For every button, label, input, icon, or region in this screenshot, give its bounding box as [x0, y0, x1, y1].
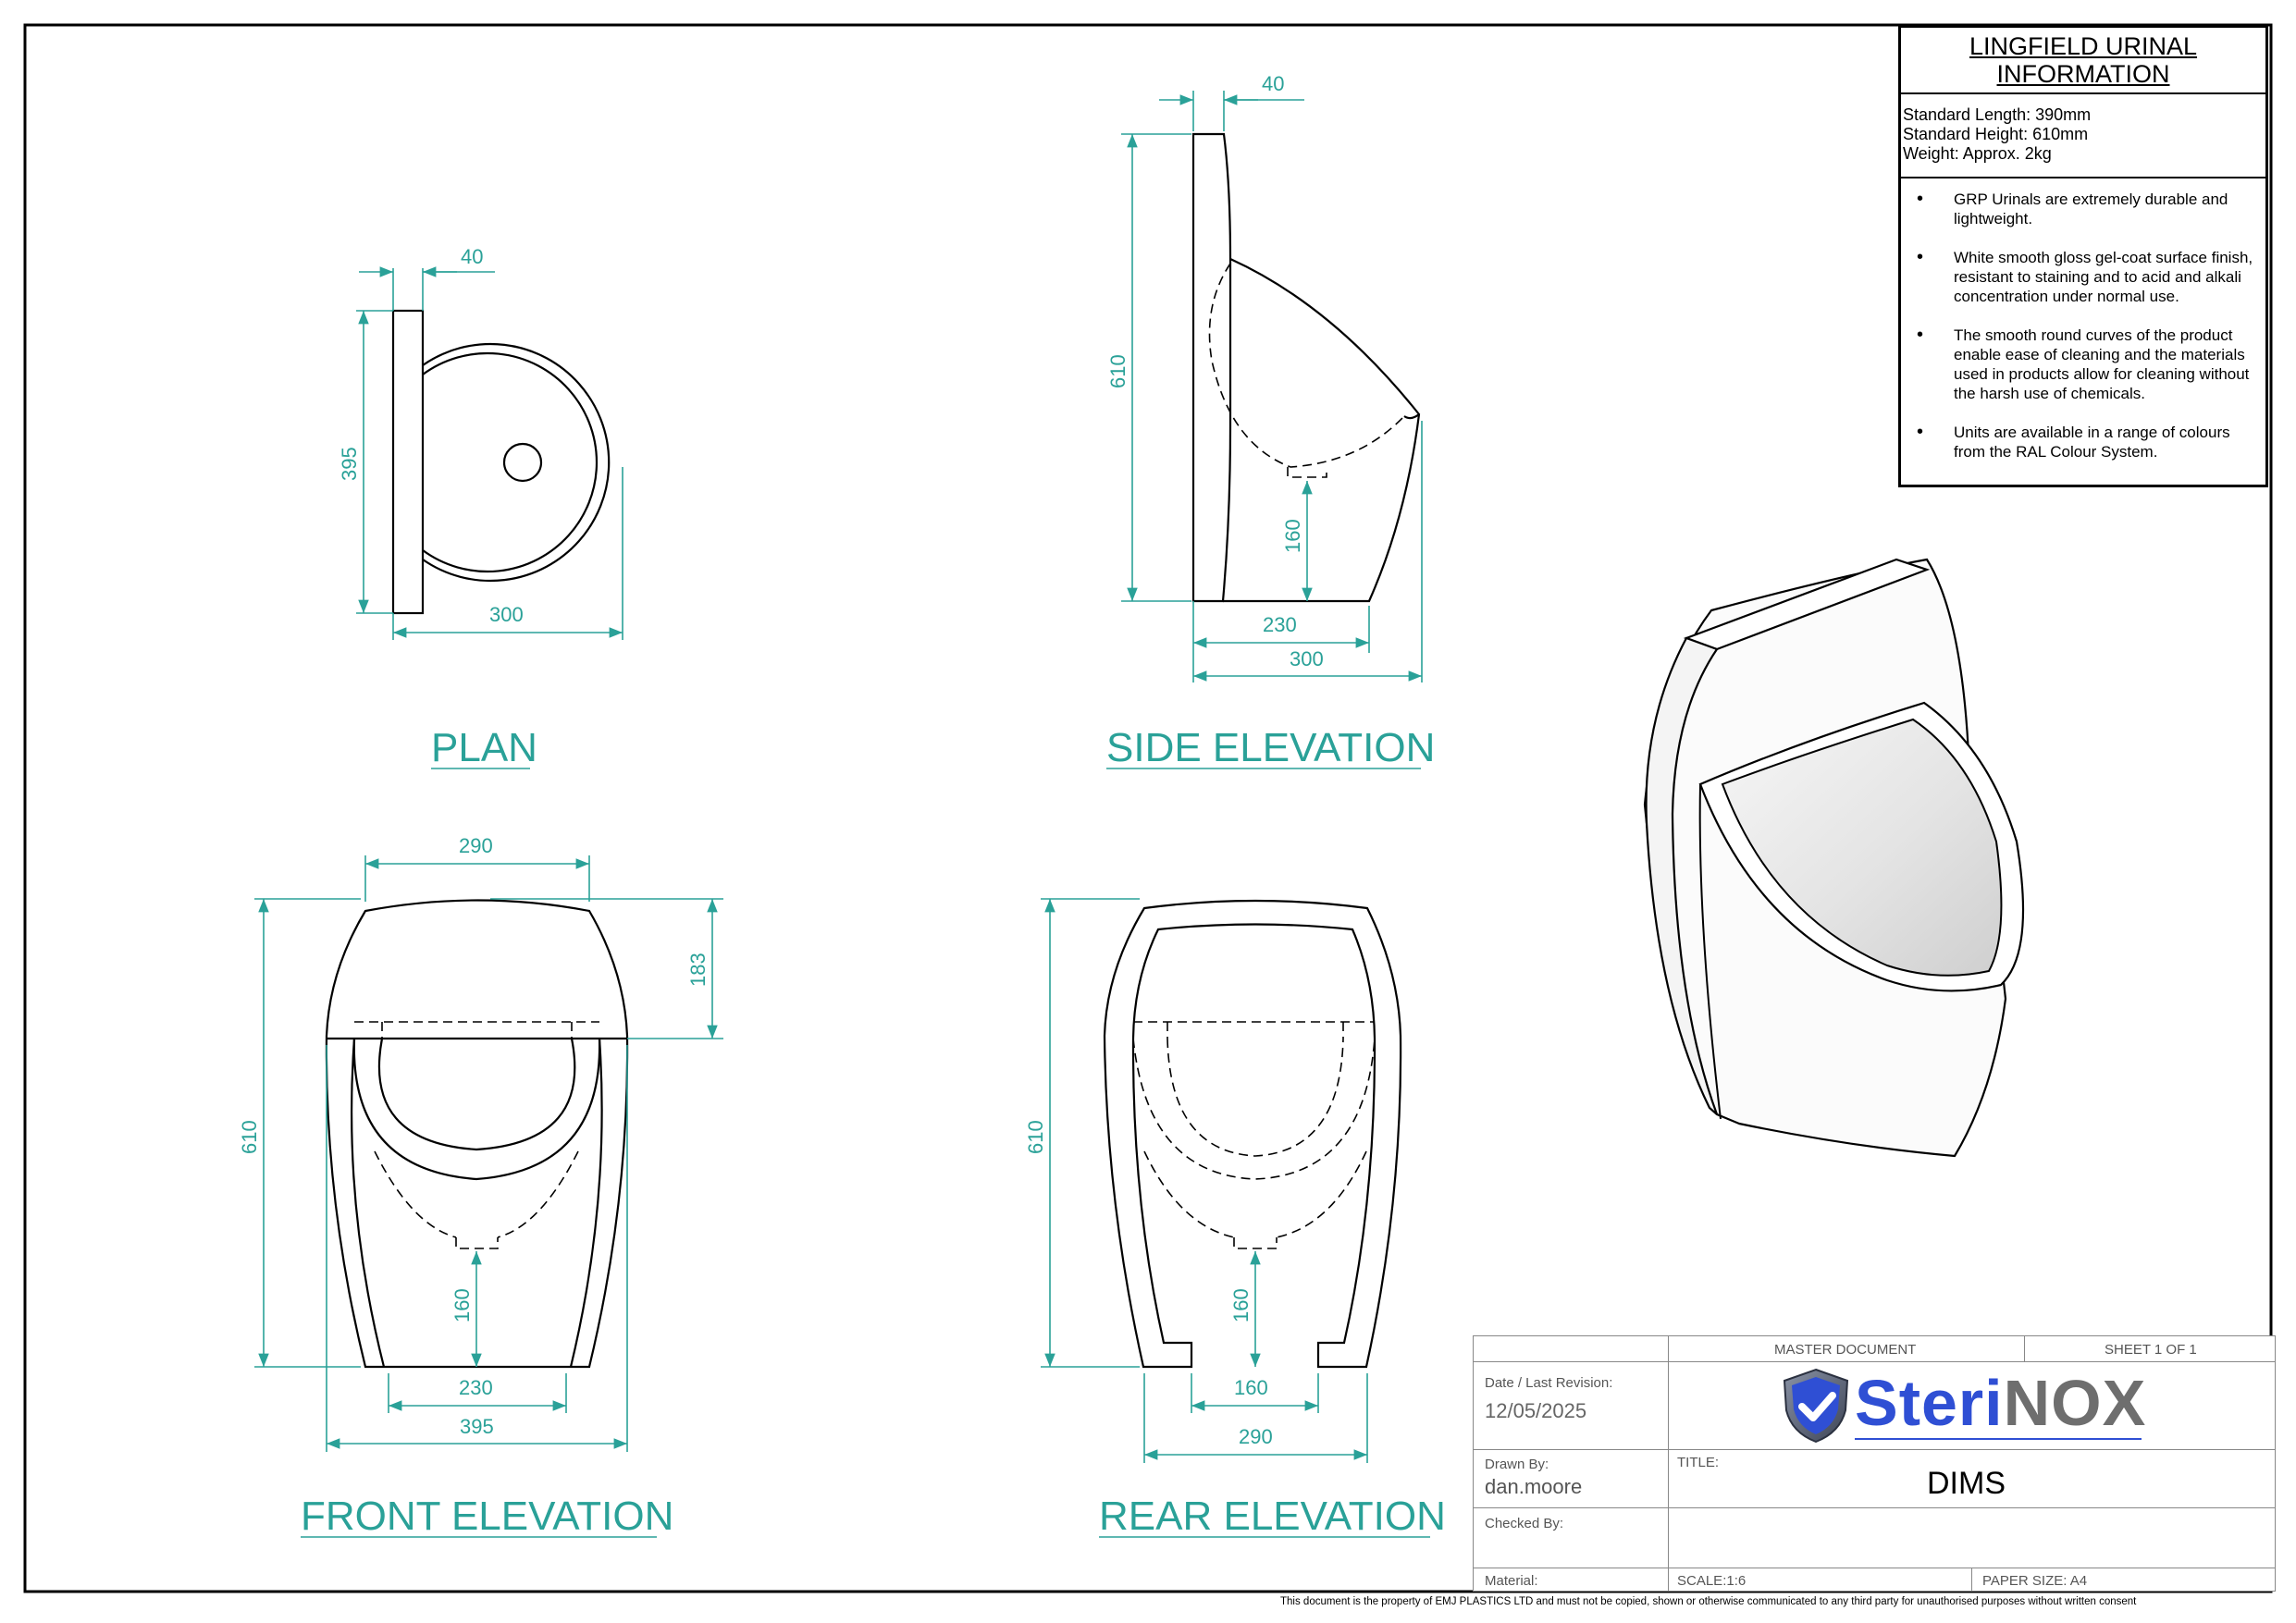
rear-elevation-view: 610 160 160 290 REAR ELEVATION [1024, 898, 1446, 1539]
sheet-label: SHEET 1 OF 1 [2105, 1342, 2197, 1358]
side-dim-outlet: 160 [1281, 519, 1304, 553]
front-outlet-hidden [455, 1237, 499, 1249]
front-dim-width: 395 [460, 1415, 494, 1438]
plan-bowl-outer [422, 342, 611, 583]
rear-dim-base: 160 [1234, 1376, 1268, 1399]
info-title-line2: INFORMATION [1996, 60, 2170, 88]
brand-name-part1: Steri [1855, 1367, 2004, 1439]
plan-dim-thickness: 40 [461, 245, 483, 268]
side-bowl-hidden [1208, 263, 1405, 468]
side-elevation-view: 40 610 160 230 300 SIDE ELEVATION [1106, 72, 1435, 770]
brand-name-part2: NOX [2003, 1367, 2147, 1439]
side-outlet-hidden [1287, 467, 1327, 478]
front-dim-outlet: 160 [451, 1288, 474, 1322]
side-dim-depth: 300 [1290, 647, 1324, 670]
material-label: Material: [1485, 1573, 1538, 1589]
title-label: TITLE: [1677, 1455, 1720, 1470]
side-dim-thickness: 40 [1262, 72, 1284, 95]
date-label: Date / Last Revision: [1485, 1375, 1613, 1391]
front-elevation-view: 290 183 610 160 230 395 FRONT ELEVATION [238, 834, 723, 1539]
spec-length: Standard Length: 390mm [1903, 105, 2092, 124]
rear-dim-width: 290 [1239, 1425, 1273, 1448]
drawn-by-label: Drawn By: [1485, 1457, 1549, 1472]
scale-label: SCALE:1:6 [1677, 1573, 1747, 1589]
rear-dim-height: 610 [1024, 1120, 1047, 1154]
info-specs: Standard Length: 390mm Standard Height: … [1901, 94, 2265, 178]
date-value: 12/05/2025 [1485, 1399, 1587, 1422]
footer-disclaimer: This document is the property of EMJ PLA… [1280, 1596, 2137, 1607]
rear-outer [1103, 899, 1402, 1369]
info-bullet-list: GRP Urinals are extremely durable and li… [1901, 178, 2265, 461]
side-lip [1403, 413, 1420, 420]
paper-size-label: PAPER SIZE: A4 [1982, 1573, 2088, 1589]
plan-dim-depth: 300 [489, 603, 524, 626]
shield-check-icon [1783, 1368, 1849, 1444]
drawing-title-value: DIMS [1927, 1466, 2006, 1501]
side-dim-base: 230 [1263, 613, 1297, 636]
info-title: LINGFIELD URINAL INFORMATION [1901, 28, 2265, 94]
front-title: FRONT ELEVATION [301, 1494, 673, 1539]
plan-dim-height: 395 [338, 447, 361, 481]
front-bowl-hidden [354, 1021, 599, 1238]
info-bullet: White smooth gloss gel-coat surface fini… [1912, 248, 2260, 306]
title-block: MASTER DOCUMENT SHEET 1 OF 1 Date / Last… [1473, 1335, 2276, 1592]
side-title: SIDE ELEVATION [1106, 725, 1435, 770]
iso-inner-edge [1698, 783, 1722, 1120]
isometric-view [1643, 558, 2025, 1158]
info-title-line1: LINGFIELD URINAL [1969, 32, 2198, 60]
rear-bowl-hidden [1132, 1021, 1376, 1238]
front-dim-upper: 183 [686, 953, 710, 987]
front-dim-height: 610 [238, 1120, 261, 1154]
info-box: LINGFIELD URINAL INFORMATION Standard Le… [1898, 25, 2268, 487]
drawn-by-value: dan.moore [1485, 1475, 1583, 1498]
front-outer [325, 899, 629, 1369]
front-bowl-ring [352, 1038, 601, 1181]
iso-backplate-side [1645, 636, 1719, 1115]
iso-bowl [1721, 718, 2003, 977]
side-dim-height: 610 [1106, 354, 1129, 388]
rear-dim-outlet: 160 [1229, 1288, 1253, 1322]
rear-title: REAR ELEVATION [1099, 1494, 1446, 1539]
side-backplate [1191, 132, 1232, 603]
info-bullet: The smooth round curves of the product e… [1912, 326, 2260, 403]
master-document-label: MASTER DOCUMENT [1774, 1342, 1917, 1358]
plan-view: 40 395 300 PLAN [338, 245, 623, 770]
front-bowl [350, 1038, 603, 1368]
sheet-border [23, 23, 2273, 1593]
front-dim-top: 290 [459, 834, 493, 857]
brand-logo: SteriNOX [1779, 1364, 2167, 1445]
spec-height: Standard Height: 610mm [1903, 125, 2089, 143]
front-dim-base: 230 [459, 1376, 493, 1399]
plan-backplate [391, 309, 425, 615]
spec-weight: Weight: Approx. 2kg [1903, 144, 2052, 163]
plan-title: PLAN [431, 725, 537, 770]
info-bullet: GRP Urinals are extremely durable and li… [1912, 190, 2260, 228]
info-bullet: Units are available in a range of colour… [1912, 423, 2260, 461]
plan-bowl-inner [422, 351, 599, 573]
checked-by-label: Checked By: [1485, 1516, 1564, 1531]
rear-outlet-hidden [1233, 1237, 1278, 1249]
plan-outlet [502, 442, 543, 483]
